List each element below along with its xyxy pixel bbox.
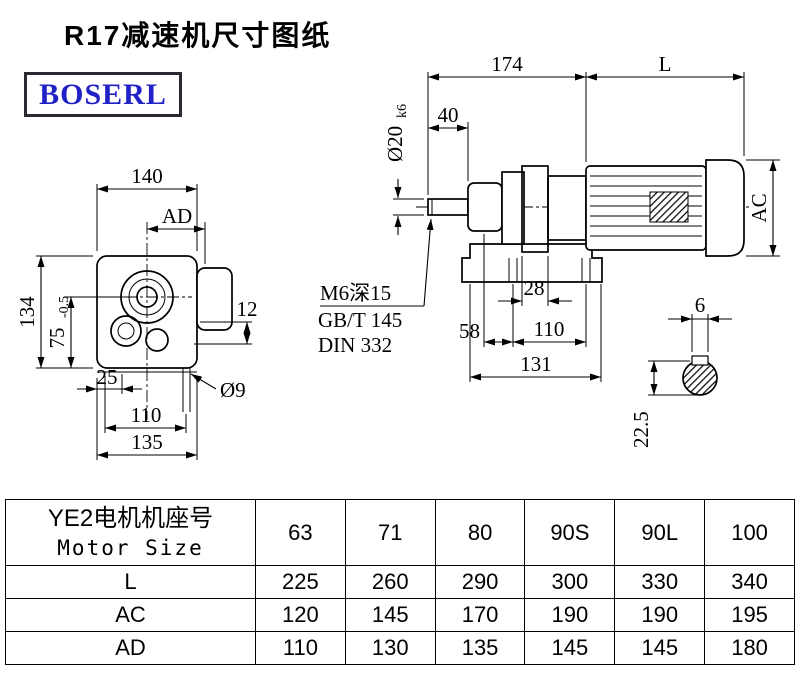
dim-135: 135 — [96, 378, 198, 460]
side-cover — [196, 267, 233, 331]
row-label-L: L — [5, 565, 256, 599]
shaft-section — [682, 360, 718, 396]
row-label-AC: AC — [5, 598, 256, 632]
shaft-fit-label: k6 — [395, 104, 410, 118]
dim-AC-label: AC — [747, 193, 771, 222]
table-row-L: L 225 260 290 300 330 340 — [5, 565, 795, 599]
size-col-90S: 90S — [524, 499, 616, 566]
bearing-cap — [467, 182, 503, 232]
dim-40-label: 40 — [438, 103, 459, 127]
cell-AC-80: 170 — [434, 598, 526, 632]
dim-110-front: 110 — [104, 376, 187, 433]
dim-22-5: 22.5 — [629, 360, 700, 448]
size-col-100: 100 — [704, 499, 795, 566]
dim-134-label: 134 — [15, 296, 39, 328]
dim-174: 174 — [427, 52, 587, 195]
dim-hole-diameter: Ø9 — [190, 373, 246, 402]
motor-size-header-cn: YE2电机机座号 — [47, 504, 214, 532]
size-col-71: 71 — [344, 499, 436, 566]
dim-22-5-label: 22.5 — [629, 411, 653, 448]
cell-AD-90S: 145 — [524, 631, 616, 665]
adapter — [547, 175, 587, 241]
motor-size-header-en: Motor Size — [57, 535, 204, 560]
cell-L-90S: 300 — [524, 565, 616, 599]
fan-cover — [705, 159, 745, 257]
dim-140: 140 — [96, 164, 198, 251]
side-view: 174 L 40 Ø20 k6 — [318, 52, 780, 382]
size-col-80: 80 — [434, 499, 526, 566]
dimension-table: YE2电机机座号 Motor Size 63 71 80 90S 90L 100… — [5, 499, 795, 665]
dim-131: 131 — [469, 284, 602, 382]
dim-110-front-label: 110 — [131, 403, 162, 427]
shaft-key-section: 6 22.5 — [629, 293, 732, 448]
tap-note-line2: GB/T 145 — [318, 308, 402, 332]
motor-nameplate — [649, 191, 689, 223]
front-view: 140 AD 134 75 -0.5 — [15, 164, 258, 460]
dim-AC: AC — [746, 159, 780, 257]
shaft-diameter-label: Ø20 — [383, 126, 407, 162]
cell-L-71: 260 — [344, 565, 436, 599]
cell-AC-90L: 190 — [614, 598, 706, 632]
dim-12-label: 12 — [237, 297, 258, 321]
dim-131-label: 131 — [520, 352, 552, 376]
dim-75: 75 -0.5 — [45, 296, 138, 368]
tap-note-line1: M6深15 — [320, 281, 391, 305]
size-col-63: 63 — [255, 499, 346, 566]
tap-note-line3: DIN 332 — [318, 333, 392, 357]
dim-L: L — [586, 52, 745, 156]
keyway — [691, 355, 709, 366]
cell-AD-90L: 145 — [614, 631, 706, 665]
input-shaft — [427, 198, 469, 216]
cell-AD-71: 130 — [344, 631, 436, 665]
dim-40: 40 — [428, 103, 469, 181]
dim-25: 25 — [77, 365, 142, 394]
intermediate-bore — [110, 315, 142, 347]
dim-shaft-diameter: Ø20 k6 — [383, 104, 424, 235]
dim-135-label: 135 — [131, 430, 163, 454]
cell-L-100: 340 — [704, 565, 795, 599]
dim-12: 12 — [194, 297, 258, 345]
cell-AC-100: 195 — [704, 598, 795, 632]
motor-size-header: YE2电机机座号 Motor Size — [5, 499, 256, 566]
cell-L-63: 225 — [255, 565, 346, 599]
brand-logo-text: BOSERL — [39, 77, 167, 111]
dim-28: 28 — [498, 256, 572, 306]
dim-174-label: 174 — [491, 52, 523, 76]
brand-logo: BOSERL — [24, 72, 182, 117]
dim-110-side: 110 — [513, 284, 587, 347]
hole-diameter-label: Ø9 — [220, 378, 246, 402]
page-title: R17减速机尺寸图纸 — [64, 20, 332, 51]
input-bore — [145, 328, 169, 352]
cell-AC-71: 145 — [344, 598, 436, 632]
dim-28-label: 28 — [524, 276, 545, 300]
tapped-hole-note: M6深15 GB/T 145 DIN 332 — [318, 218, 434, 357]
dim-AD: AD — [147, 204, 206, 264]
cell-L-90L: 330 — [614, 565, 706, 599]
table-header-row: YE2电机机座号 Motor Size 63 71 80 90S 90L 100 — [5, 499, 795, 566]
cell-AD-80: 135 — [434, 631, 526, 665]
mounting-flange — [521, 165, 549, 253]
dim-6: 6 — [668, 293, 732, 352]
dim-75-tolerance: -0.5 — [57, 296, 72, 318]
technical-drawing: 174 L 40 Ø20 k6 — [15, 52, 780, 460]
cell-AD-100: 180 — [704, 631, 795, 665]
row-label-AD: AD — [5, 631, 256, 665]
dim-6-label: 6 — [695, 293, 706, 317]
cell-AC-63: 120 — [255, 598, 346, 632]
table-row-AD: AD 110 130 135 145 145 180 — [5, 631, 795, 665]
cell-AC-90S: 190 — [524, 598, 616, 632]
size-col-90L: 90L — [614, 499, 706, 566]
dim-L-label: L — [659, 52, 672, 76]
cell-L-80: 290 — [434, 565, 526, 599]
dim-140-label: 140 — [131, 164, 163, 188]
gear-housing — [501, 171, 525, 245]
dim-110-side-label: 110 — [534, 317, 565, 341]
dim-134: 134 — [15, 255, 93, 369]
cell-AD-63: 110 — [255, 631, 346, 665]
dim-25-label: 25 — [97, 365, 118, 389]
dim-75-label: 75 — [45, 328, 69, 349]
table-row-AC: AC 120 145 170 190 190 195 — [5, 598, 795, 632]
dim-AD-label: AD — [162, 204, 192, 228]
